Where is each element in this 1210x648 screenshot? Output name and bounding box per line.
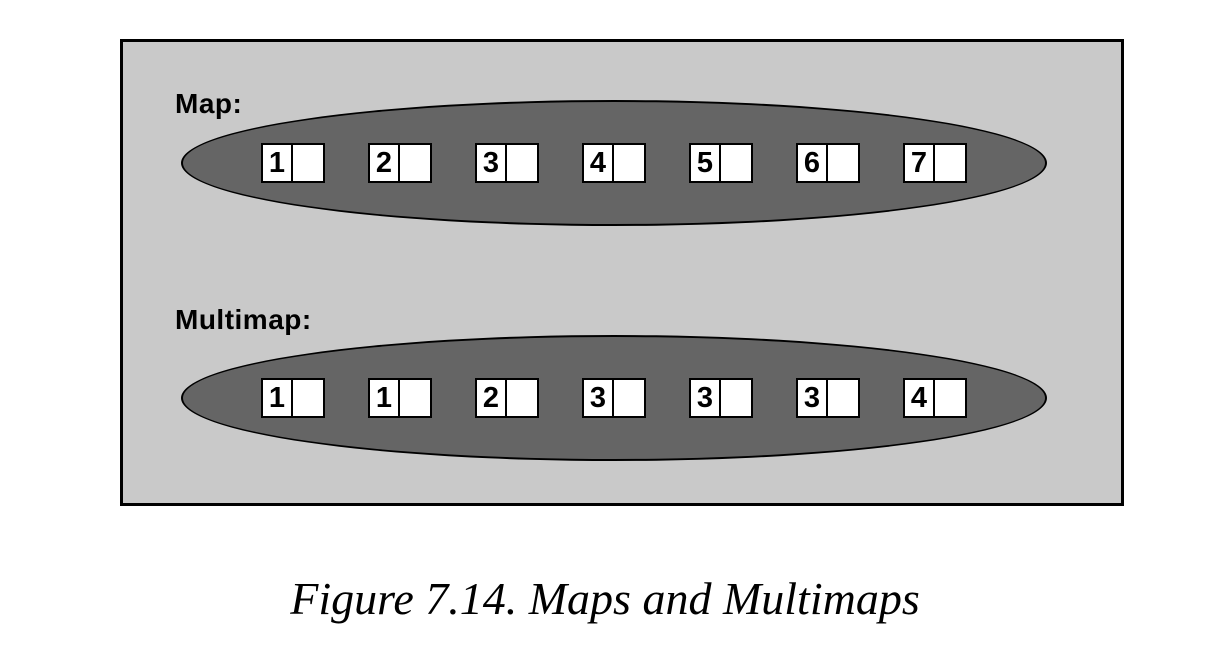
multimap-entry-pair: 1 [261,378,325,418]
value-cell [721,380,751,416]
map-entry-pair: 7 [903,143,967,183]
multimap-entry-pair: 4 [903,378,967,418]
map-entry-pair: 6 [796,143,860,183]
key-cell: 1 [263,145,293,181]
multimap-entry-pair: 2 [475,378,539,418]
value-cell [935,380,965,416]
value-cell [507,380,537,416]
multimap-entry-pair: 3 [796,378,860,418]
figure-caption: Figure 7.14. Maps and Multimaps [290,573,920,624]
map-entry-pair: 5 [689,143,753,183]
map-entry-pair: 3 [475,143,539,183]
key-cell: 4 [584,145,614,181]
multimap-entry-pair: 3 [689,378,753,418]
value-cell [935,145,965,181]
value-cell [507,145,537,181]
value-cell [828,380,858,416]
value-cell [828,145,858,181]
map-row-label: Map: [175,88,243,119]
value-cell [614,380,644,416]
key-cell: 3 [691,380,721,416]
key-cell: 3 [798,380,828,416]
map-entry-pair: 2 [368,143,432,183]
key-cell: 4 [905,380,935,416]
value-cell [400,145,430,181]
map-entry-pair: 1 [261,143,325,183]
key-cell: 3 [477,145,507,181]
key-cell: 3 [584,380,614,416]
key-cell: 5 [691,145,721,181]
multimap-entry-pair: 3 [582,378,646,418]
multimap-ellipse: 1 1 2 3 3 [181,335,1047,461]
key-cell: 7 [905,145,935,181]
key-cell: 1 [263,380,293,416]
key-cell: 6 [798,145,828,181]
value-cell [293,145,323,181]
key-cell: 2 [370,145,400,181]
map-entry-pair: 4 [582,143,646,183]
key-cell: 1 [370,380,400,416]
value-cell [400,380,430,416]
multimap-entry-pair: 1 [368,378,432,418]
map-ellipse: 1 2 3 4 5 [181,100,1047,226]
figure-panel: Map: 1 2 3 4 [120,39,1124,506]
value-cell [721,145,751,181]
key-cell: 2 [477,380,507,416]
value-cell [293,380,323,416]
multimap-row-label: Multimap: [175,304,312,335]
value-cell [614,145,644,181]
